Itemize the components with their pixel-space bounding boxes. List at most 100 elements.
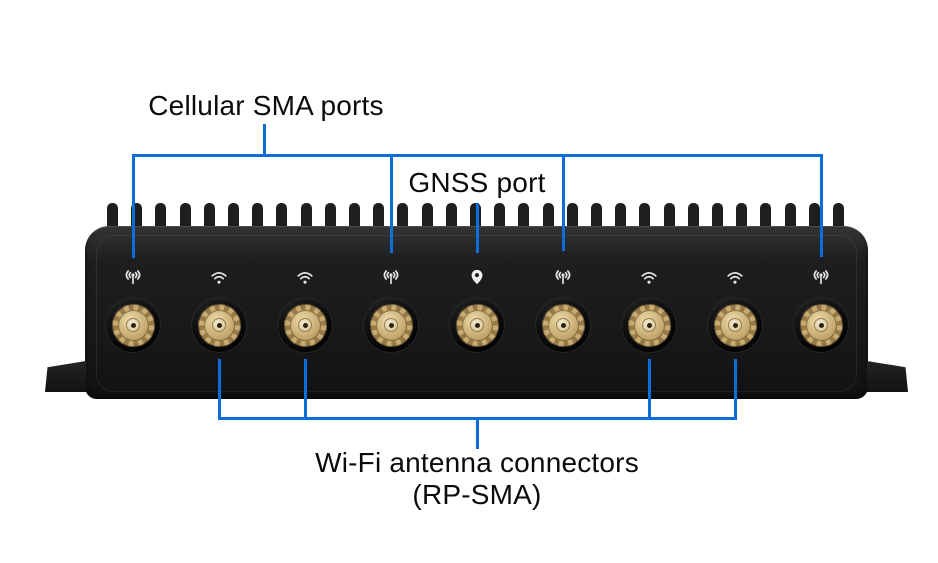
cellular-callout-drop-4 [820,154,823,257]
heatsink-fin [131,203,143,230]
sma-hex-nut [197,303,241,347]
cellular-antenna-icon [552,266,574,288]
sma-center-hole [130,322,136,328]
heatsink-fin [179,203,191,230]
sma-port-4 [364,298,418,352]
sma-barrel [633,309,665,341]
heatsink-fin [276,203,288,230]
heatsink-fin [155,203,167,230]
cellular-callout-stub [263,124,266,156]
sma-barrel [461,309,493,341]
sma-center-hole [474,322,480,328]
sma-hex-nut [283,303,327,347]
sma-port-6 [536,298,590,352]
sma-barrel [375,309,407,341]
heatsink-fin [808,203,820,230]
heatsink-fin [421,203,433,230]
heatsink-fin [639,203,651,230]
sma-barrel [289,309,321,341]
gnss-callout-line [476,203,479,253]
wifi-callout-line-2 [304,359,307,420]
wifi-icon [208,266,230,288]
cellular-callout-drop-3 [562,154,565,251]
wifi-callout-line-4 [734,359,737,420]
heatsink-fin [349,203,360,230]
wifi-icon [294,266,316,288]
heatsink-fin [300,203,312,230]
sma-pin [384,318,398,332]
heatsink-fin [591,203,602,230]
sma-pin [642,318,656,332]
sma-barrel [117,309,149,341]
sma-barrel [203,309,235,341]
sma-port-9 [794,298,848,352]
sma-center-hole [646,322,652,328]
gnss-port-label: GNSS port [408,167,546,198]
sma-center-hole [388,322,394,328]
sma-barrel [805,309,837,341]
sma-center-hole [216,322,222,328]
wifi-callout-line-1 [218,359,221,420]
sma-center-hole [302,322,308,328]
heatsink-fin [687,203,699,230]
cellular-callout-drop-2 [390,154,393,253]
sma-center-hole [732,322,738,328]
wifi-connectors-label-line2: (RP-SMA) [412,479,542,510]
wifi-connectors-label-line1: Wi-Fi antenna connectors [315,447,639,478]
sma-hex-nut [455,303,499,347]
heatsink-fin [373,203,385,230]
sma-barrel [719,309,751,341]
heatsink-fin [518,203,530,230]
sma-hex-nut [541,303,585,347]
sma-center-hole [818,322,824,328]
sma-hex-nut [111,303,155,347]
sma-center-hole [560,322,566,328]
heatsink-fin [228,203,239,230]
sma-port-2 [192,298,246,352]
wifi-callout-line-3 [648,359,651,420]
sma-pin [470,318,484,332]
sma-pin [126,318,140,332]
wifi-icon [638,266,660,288]
heatsink-fin [252,203,264,230]
cellular-antenna-icon [810,266,832,288]
cellular-antenna-icon [380,266,402,288]
sma-barrel [547,309,579,341]
heatsink-fin [566,203,578,230]
sma-pin [814,318,828,332]
heatsink-fin [470,203,481,230]
heatsink-fin [494,203,506,230]
heatsink-fin [445,203,457,230]
sma-pin [556,318,570,332]
sma-port-1 [106,298,160,352]
heatsink-fin [784,203,796,230]
sma-pin [212,318,226,332]
heatsink-fin [324,203,336,230]
heatsink-fin [736,203,748,230]
heatsink-fin [833,203,844,230]
heatsink-fin [107,203,118,230]
cellular-antenna-icon [122,266,144,288]
sma-port-7 [622,298,676,352]
sma-port-8 [708,298,762,352]
cellular-callout-drop-1 [132,154,135,258]
heatsink-fin [760,203,772,230]
gnss-pin-icon [466,266,488,288]
heatsink-fin [615,203,627,230]
sma-port-3 [278,298,332,352]
sma-hex-nut [799,303,843,347]
sma-hex-nut [369,303,413,347]
heatsink-fin [712,203,723,230]
sma-pin [298,318,312,332]
heatsink-fin [397,203,409,230]
heatsink-fin [542,203,554,230]
sma-hex-nut [713,303,757,347]
sma-pin [728,318,742,332]
sma-hex-nut [627,303,671,347]
sma-port-5 [450,298,504,352]
cellular-callout-hline [132,154,823,157]
cellular-ports-label: Cellular SMA ports [148,90,384,121]
wifi-callout-stub [476,417,479,449]
